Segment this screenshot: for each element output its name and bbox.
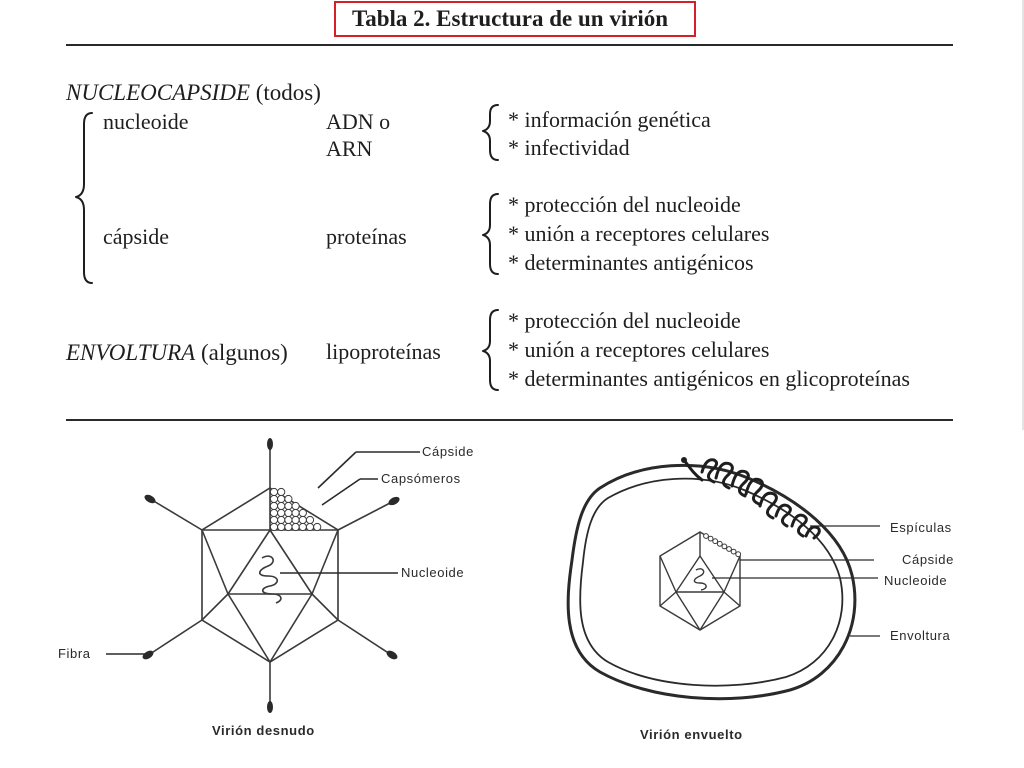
capsomere-bead [730,548,737,555]
envoltura-qualifier: (algunos) [200,340,288,365]
nucleocapside-heading: NUCLEOCAPSIDE (todos) [66,80,321,106]
bottom-rule [66,419,953,421]
envoltura-functions-brace [482,309,499,391]
capsomere-bead [726,546,732,552]
capsomere-bead [269,515,279,525]
label-espiculas: Espículas [890,520,952,535]
capsomere-bead [277,487,286,497]
capsomere-bead [298,522,307,532]
capsomere-bead [305,522,315,532]
label-envoltura: Envoltura [890,628,951,643]
nucleocapside-qualifier: (todos) [255,80,321,105]
capsomere-bead [291,515,300,525]
page-title: Tabla 2. Estructura de un virión [352,6,669,31]
capsomere-bead [291,522,300,532]
capsomere-bead [277,522,286,532]
capsomere-bead [269,501,279,511]
label-nucleoide-right: Nucleoide [884,573,948,588]
capsomere-bead [298,515,307,525]
capsomere-bead [291,508,300,518]
capside-name: cápside [103,224,169,249]
capsomere-bead [277,508,286,518]
capsomere-bead [707,535,714,542]
capside-composition: proteínas [326,224,407,249]
capsomere-bead [716,540,723,547]
capside-function-3: * determinantes antigénicos [508,250,754,275]
naked-fiber-knobs [142,438,400,713]
capsomere-bead [284,508,293,518]
capsomere-bead [313,522,322,532]
naked-virion [106,446,420,705]
edge-strip [1022,0,1024,430]
caption-virion-envuelto: Virión envuelto [640,727,743,742]
capsomere-bead [284,522,293,532]
enveloped-virion [566,463,880,701]
label-nucleoide-left: Nucleoide [401,565,465,580]
nucleoide-composition-line2: ARN [326,136,373,161]
label-capside-left: Cápside [422,444,474,459]
nucleoide-function-1: * información genética [508,107,711,132]
nucleoide-function-2: * infectividad [508,135,630,160]
envoltura-heading: ENVOLTURA (algunos) [66,340,288,366]
envoltura-function-1: * protección del nucleoide [508,308,741,333]
nucleocapside-term: NUCLEOCAPSIDE [66,80,250,105]
capsomere-bead [284,494,293,504]
capsomere-bead [284,501,293,511]
label-fibra: Fibra [58,646,91,661]
capsomere-bead [269,487,279,497]
label-capsomeros: Capsómeros [381,471,461,486]
spike-heads [681,457,687,463]
nucleoide-functions-brace [482,104,499,161]
capsomere-bead [735,551,742,558]
enveloped-capsid [659,531,741,631]
capsomere-bead [277,501,286,511]
capsomere-bead [291,501,300,511]
envoltura-term: ENVOLTURA [66,340,196,365]
capsomere-bead [703,533,709,539]
naked-nucleoid-coil [258,555,282,604]
nucleoide-composition-line1: ADN o [326,109,391,134]
capsomere-bead [284,515,293,525]
naked-capsomeres [269,487,322,532]
capside-function-2: * unión a receptores celulares [508,221,770,246]
envoltura-function-3: * determinantes antigénicos en glicoprot… [508,366,910,391]
capsomere-bead [712,538,719,545]
capsomere-bead [277,515,286,525]
envelope-inner [579,477,844,687]
nucleocapside-brace [75,112,93,284]
nucleoide-name: nucleoide [103,109,189,134]
label-capside-right: Cápside [902,552,954,567]
capsomere-bead [305,515,315,525]
caption-virion-desnudo: Virión desnudo [212,723,315,738]
capsomere-bead [269,508,279,518]
capsomere-bead [269,494,279,504]
capsomere-bead [269,522,279,532]
capsomere-bead [298,508,307,518]
envelope-spikes [682,458,821,540]
capside-functions-brace [482,193,499,275]
enveloped-capsomeres [703,533,742,558]
title-box [334,1,696,37]
enveloped-nucleoid-coil [693,568,707,591]
top-rule [66,44,953,46]
envoltura-function-2: * unión a receptores celulares [508,337,770,362]
capside-function-1: * protección del nucleoide [508,192,741,217]
envoltura-composition: lipoproteínas [326,339,441,364]
capsomere-bead [277,494,286,504]
capsomere-bead [721,543,728,550]
